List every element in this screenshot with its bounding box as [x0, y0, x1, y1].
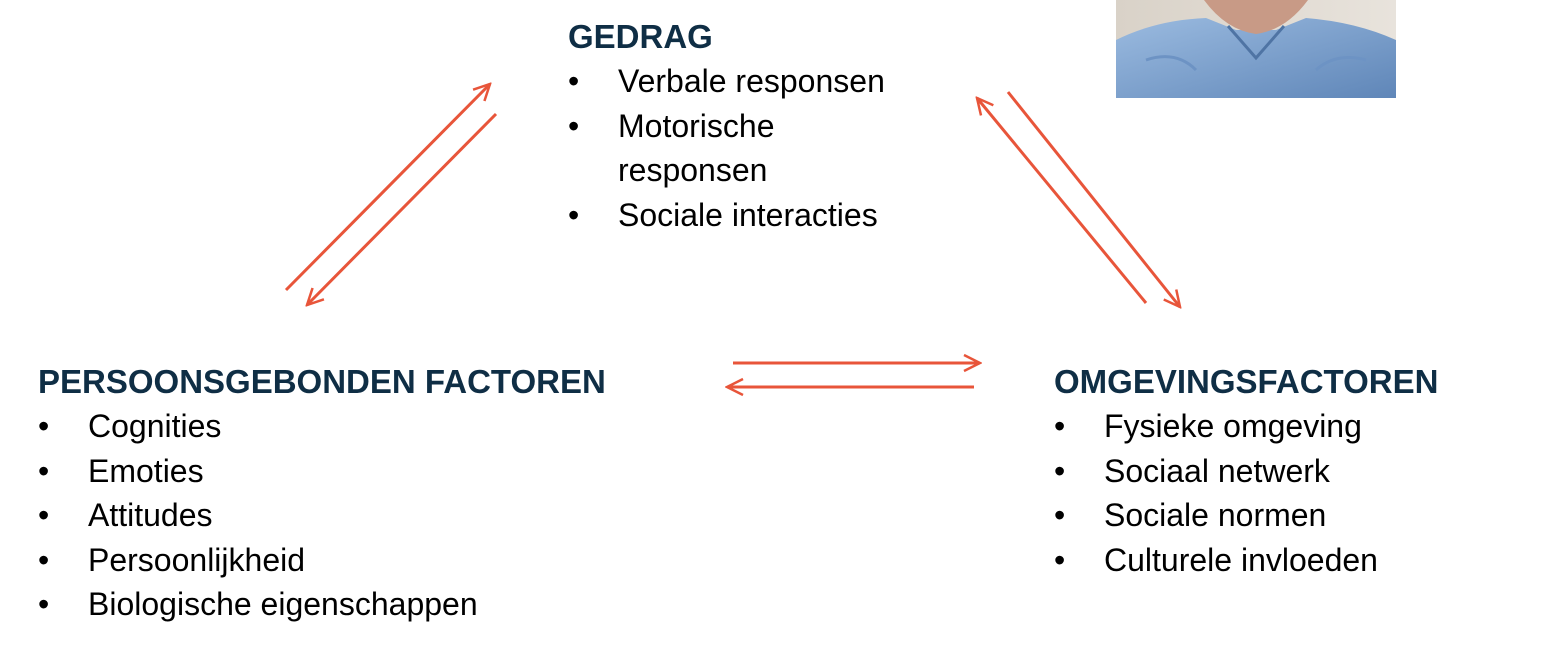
list-item-label: Motorische responsen [618, 107, 775, 189]
list-item-label: Sociale interacties [618, 196, 878, 233]
list-item-label: Culturele invloeden [1104, 541, 1378, 578]
bullet-icon: • [568, 63, 580, 99]
list-item-label: Sociale normen [1104, 497, 1327, 533]
list-item-label: Persoonlijkheid [88, 541, 306, 578]
bullet-icon: • [38, 497, 50, 533]
person-photo [1116, 0, 1396, 98]
persoonsgebonden-heading: PERSOONSGEBONDEN FACTOREN [38, 363, 606, 400]
list-item: • Motorische responsen [568, 104, 968, 193]
list-item: • Attitudes [38, 493, 738, 538]
person-photo-icon [1116, 0, 1396, 98]
bullet-icon: • [568, 107, 580, 144]
list-item: • Emoties [38, 449, 738, 494]
bullet-icon: • [1054, 408, 1066, 444]
bullet-icon: • [38, 541, 50, 578]
list-item-label: Biologische eigenschappen [88, 586, 478, 622]
list-item: • Sociale interacties [568, 193, 968, 238]
arrow-gedrag-to-omgeving [1006, 91, 1180, 307]
gedrag-list: • Verbale responsen • Motorische responsen… [568, 59, 968, 237]
omgevingsfactoren-block: OMGEVINGSFACTOREN • Fysieke omgeving • Soc… [1054, 362, 1534, 582]
list-item-label: Verbale responsen [618, 63, 885, 99]
list-item: • Sociale normen [1054, 493, 1534, 538]
bullet-icon: • [1054, 452, 1066, 489]
omgevingsfactoren-list: • Fysieke omgeving • Sociaal netwerk • Soci… [1054, 404, 1534, 582]
list-item: • Cognities [38, 404, 738, 449]
bullet-icon: • [1054, 497, 1066, 533]
list-item-label: Attitudes [88, 497, 213, 533]
bullet-icon: • [38, 586, 50, 622]
persoonsgebonden-block: PERSOONSGEBONDEN FACTOREN • Cognities • Em… [38, 362, 738, 627]
list-item-label: Sociaal netwerk [1104, 452, 1330, 489]
bullet-icon: • [568, 196, 580, 233]
list-item: • Culturele invloeden [1054, 538, 1534, 583]
list-item-label: Cognities [88, 408, 222, 444]
list-item-label: Fysieke omgeving [1104, 408, 1362, 444]
persoonsgebonden-list: • Cognities • Emoties • Attitudes • Persoonl… [38, 404, 738, 627]
gedrag-block: GEDRAG • Verbale responsen • Motorische re… [568, 17, 968, 237]
bullet-icon: • [38, 408, 50, 444]
bullet-icon: • [1054, 541, 1066, 578]
list-item: • Biologische eigenschappen [38, 582, 738, 627]
omgevingsfactoren-heading: OMGEVINGSFACTOREN [1054, 363, 1439, 400]
gedrag-heading: GEDRAG [568, 18, 713, 55]
bullet-icon: • [38, 452, 50, 489]
list-item: • Fysieke omgeving [1054, 404, 1534, 449]
arrow-persoon-to-gedrag [284, 84, 490, 292]
list-item: • Sociaal netwerk [1054, 449, 1534, 494]
arrow-omgeving-to-gedrag [977, 98, 1148, 304]
arrow-gedrag-to-persoon [307, 112, 498, 305]
list-item-label: Emoties [88, 452, 204, 489]
list-item: • Verbale responsen [568, 59, 968, 104]
list-item: • Persoonlijkheid [38, 538, 738, 583]
